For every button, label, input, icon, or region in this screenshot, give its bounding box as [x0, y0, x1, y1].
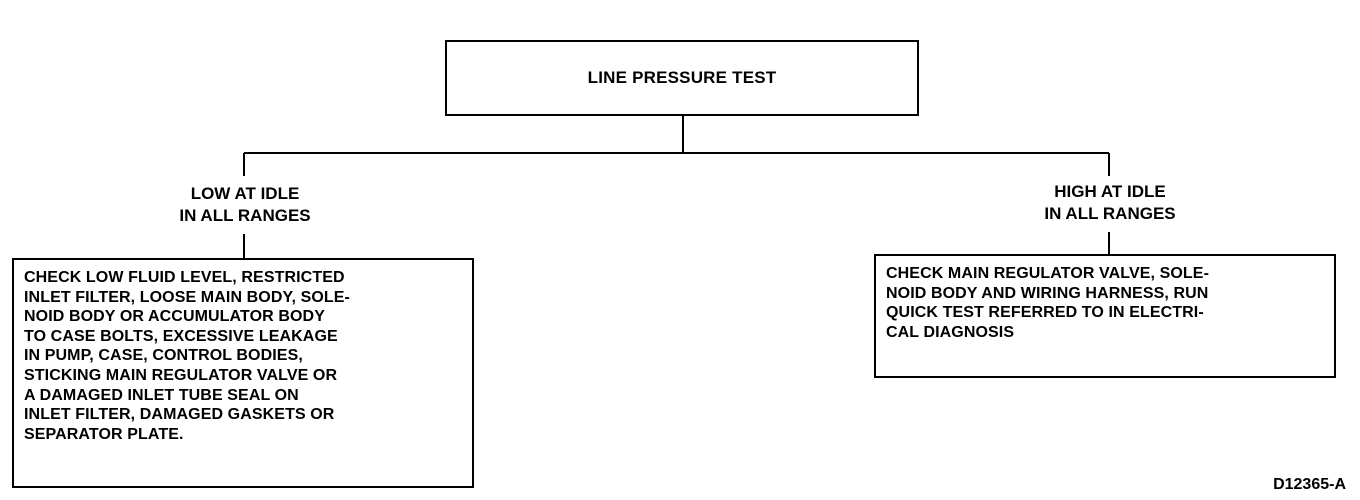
root-box: LINE PRESSURE TEST	[445, 40, 919, 116]
root-label: LINE PRESSURE TEST	[587, 68, 777, 87]
note-low-line: CHECK LOW FLUID LEVEL, RESTRICTED	[24, 269, 345, 286]
note-low-line: INLET FILTER, DAMAGED GASKETS OR	[24, 406, 335, 424]
note-high-line: CHECK MAIN REGULATOR VALVE, SOLE-	[886, 265, 1210, 282]
branch-label-high-line1: HIGH AT IDLE	[1054, 182, 1166, 201]
note-low-line: TO CASE BOLTS, EXCESSIVE LEAKAGE	[24, 327, 338, 345]
figure-code: D12365-A	[1273, 476, 1346, 493]
note-low-line: IN PUMP, CASE, CONTROL BODIES,	[24, 347, 303, 365]
note-low-line: SEPARATOR PLATE.	[24, 425, 184, 443]
note-box-low: CHECK LOW FLUID LEVEL, RESTRICTED INLET …	[12, 258, 474, 488]
branch-label-high-line2: IN ALL RANGES	[1044, 204, 1176, 223]
note-low-line: STICKING MAIN REGULATOR VALVE OR	[24, 366, 338, 384]
note-high-line: CAL DIAGNOSIS	[886, 323, 1015, 341]
branch-label-high: HIGH AT IDLE IN ALL RANGES	[1010, 181, 1210, 225]
note-high-line: NOID BODY AND WIRING HARNESS, RUN	[886, 284, 1209, 302]
note-low-line: INLET FILTER, LOOSE MAIN BODY, SOLE-	[24, 288, 350, 306]
note-low-line: NOID BODY OR ACCUMULATOR BODY	[24, 308, 325, 326]
note-low-line: A DAMAGED INLET TUBE SEAL ON	[24, 386, 299, 404]
branch-label-low-line1: LOW AT IDLE	[190, 184, 300, 203]
note-box-high: CHECK MAIN REGULATOR VALVE, SOLE- NOID B…	[874, 254, 1336, 378]
branch-label-low: LOW AT IDLE IN ALL RANGES	[150, 183, 340, 227]
branch-label-low-line2: IN ALL RANGES	[179, 206, 311, 225]
note-high-line: QUICK TEST REFERRED TO IN ELECTRI-	[886, 304, 1204, 322]
